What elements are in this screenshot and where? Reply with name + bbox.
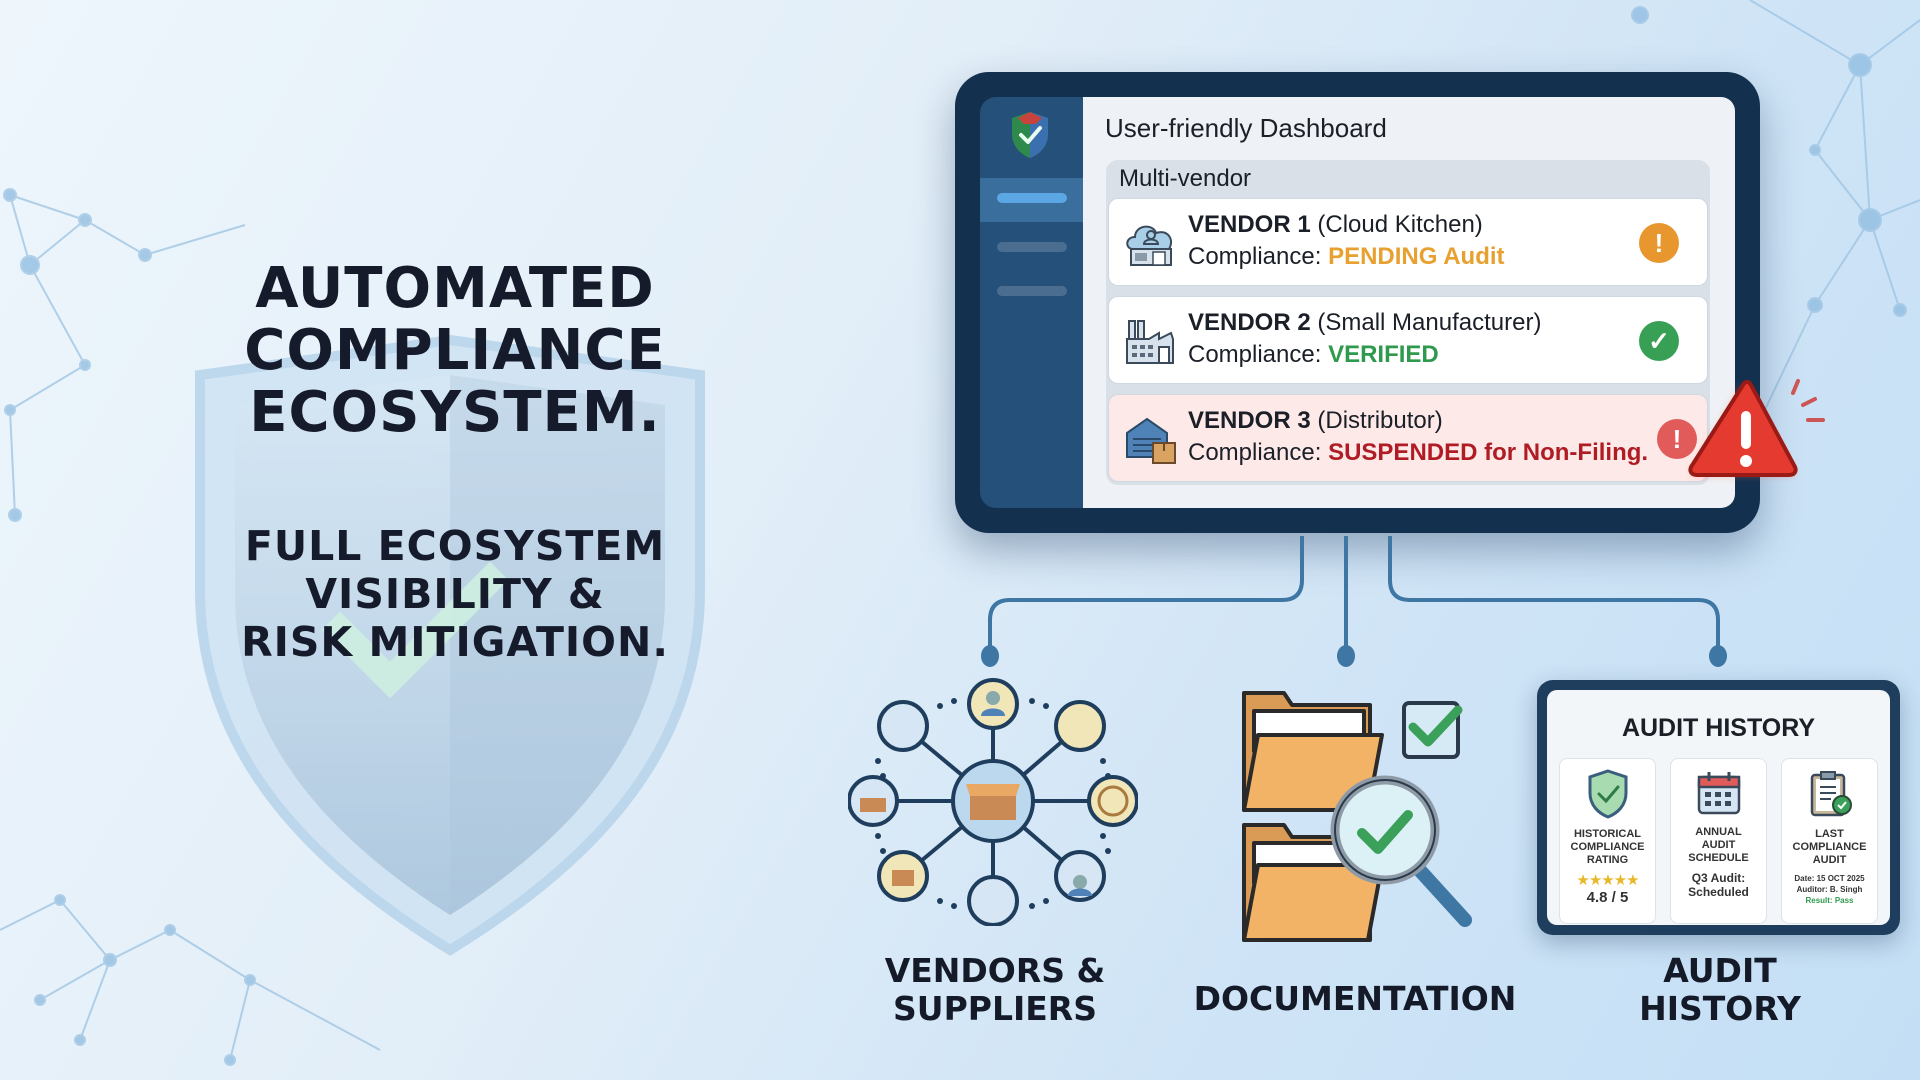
last-audit-label: LAST COMPLIANCE AUDIT bbox=[1782, 828, 1877, 867]
compliance-label: Compliance: bbox=[1188, 341, 1322, 368]
clipboard-check-icon bbox=[1810, 771, 1852, 817]
vendor-name: VENDOR 2 (Small Manufacturer) bbox=[1188, 309, 1541, 337]
vendor-id: VENDOR 2 bbox=[1188, 309, 1311, 336]
label-line: ANNUAL bbox=[1695, 826, 1742, 838]
label-line: HISTORY bbox=[1639, 989, 1801, 1028]
warning-triangle-icon bbox=[1688, 379, 1825, 477]
warning-badge-icon: ! bbox=[1639, 223, 1679, 263]
sidebar-item-3[interactable] bbox=[997, 286, 1067, 296]
documentation-folders-icon bbox=[1242, 691, 1472, 942]
compliance-label: Compliance: bbox=[1188, 243, 1322, 270]
warehouse-icon bbox=[1126, 417, 1176, 464]
vendor-type: (Small Manufacturer) bbox=[1317, 309, 1542, 336]
audit-history-card[interactable]: AUDIT HISTORY HISTORICAL COMPLIANCE RATI… bbox=[1537, 680, 1900, 935]
dashboard-title: User-friendly Dashboard bbox=[1105, 113, 1387, 143]
compliance-status-verified: VERIFIED bbox=[1328, 341, 1439, 368]
shield-background-icon bbox=[195, 334, 705, 956]
vendor-compliance: Compliance: SUSPENDED for Non-Filing. bbox=[1188, 439, 1648, 467]
audit-history-label: AUDIT HISTORY bbox=[1600, 952, 1840, 1028]
shield-check-logo-icon bbox=[1012, 112, 1048, 158]
audit-history-title: AUDIT HISTORY bbox=[1621, 714, 1816, 742]
vendor-type: (Cloud Kitchen) bbox=[1317, 211, 1483, 238]
rating-value: 4.8 / 5 bbox=[1586, 889, 1629, 906]
factory-icon bbox=[1126, 320, 1174, 364]
connector-lines bbox=[981, 536, 1727, 667]
auditor-name: Auditor: B. Singh bbox=[1796, 885, 1863, 894]
vendor-card-3[interactable]: VENDOR 3 (Distributor) Compliance: SUSPE… bbox=[1108, 394, 1708, 482]
label-line: AUDIT bbox=[1812, 854, 1847, 866]
calendar-icon bbox=[1697, 772, 1740, 815]
label-line: AUDIT bbox=[1663, 951, 1777, 990]
audit-cell-schedule: ANNUAL AUDIT SCHEDULE Q3 Audit: Schedule… bbox=[1670, 758, 1767, 924]
headline-title: AUTOMATED COMPLIANCE ECOSYSTEM. bbox=[190, 258, 720, 444]
vendor-type: (Distributor) bbox=[1317, 407, 1443, 434]
schedule-label: ANNUAL AUDIT SCHEDULE bbox=[1671, 826, 1766, 865]
label-line: LAST bbox=[1815, 828, 1844, 840]
audit-date: Date: 15 OCT 2025 bbox=[1794, 874, 1865, 883]
compliance-label: Compliance: bbox=[1188, 439, 1322, 466]
subtitle-line: RISK MITIGATION. bbox=[241, 618, 669, 666]
vendor-id: VENDOR 3 bbox=[1188, 407, 1311, 434]
compliance-status-suspended: SUSPENDED for Non-Filing. bbox=[1328, 439, 1649, 466]
documentation-label: DOCUMENTATION bbox=[1193, 979, 1517, 1018]
multi-vendor-label: Multi-vendor bbox=[1119, 165, 1252, 192]
value-line: Scheduled bbox=[1688, 885, 1749, 899]
sidebar-item-2[interactable] bbox=[997, 242, 1067, 252]
vendor-id: VENDOR 1 bbox=[1188, 211, 1311, 238]
rating-label: HISTORICAL COMPLIANCE RATING bbox=[1560, 828, 1655, 867]
label-line: SCHEDULE bbox=[1688, 852, 1749, 864]
shield-check-icon bbox=[1588, 769, 1627, 819]
headline-line: AUTOMATED bbox=[255, 256, 655, 321]
sidebar-item-dashboard[interactable] bbox=[997, 193, 1067, 203]
label-line: COMPLIANCE bbox=[1792, 841, 1867, 853]
vendor-card-2[interactable]: VENDOR 2 (Small Manufacturer) Compliance… bbox=[1108, 296, 1708, 384]
label-line: SUPPLIERS bbox=[893, 989, 1097, 1028]
vendor-name: VENDOR 3 (Distributor) bbox=[1188, 407, 1443, 435]
value-line: Q3 Audit: bbox=[1691, 871, 1746, 885]
compliance-status-pending: PENDING Audit bbox=[1328, 243, 1505, 270]
last-audit-details: Date: 15 OCT 2025 Auditor: B. Singh Resu… bbox=[1782, 873, 1877, 906]
star-rating-icon: ★★★★★ bbox=[1576, 872, 1639, 889]
schedule-value: Q3 Audit: Scheduled bbox=[1671, 871, 1766, 899]
audit-result: Result: Pass bbox=[1805, 896, 1854, 905]
subtitle-line: VISIBILITY & bbox=[305, 570, 605, 618]
check-badge-icon: ✓ bbox=[1639, 321, 1679, 361]
headline-subtitle: FULL ECOSYSTEM VISIBILITY & RISK MITIGAT… bbox=[190, 522, 720, 666]
vendor-compliance: Compliance: VERIFIED bbox=[1188, 341, 1439, 369]
dashboard-sidebar bbox=[980, 97, 1084, 508]
label-line: VENDORS & bbox=[884, 951, 1106, 990]
audit-cell-last-audit: LAST COMPLIANCE AUDIT Date: 15 OCT 2025 … bbox=[1781, 758, 1878, 924]
vendor-compliance: Compliance: PENDING Audit bbox=[1188, 243, 1505, 271]
label-line: HISTORICAL bbox=[1573, 828, 1642, 840]
audit-cell-rating: HISTORICAL COMPLIANCE RATING ★★★★★ 4.8 /… bbox=[1559, 758, 1656, 924]
alert-badge-icon: ! bbox=[1657, 419, 1697, 459]
label-line: AUDIT bbox=[1701, 839, 1736, 851]
label-line: RATING bbox=[1586, 854, 1629, 866]
headline-line: ECOSYSTEM. bbox=[249, 380, 661, 445]
label-line: COMPLIANCE bbox=[1570, 841, 1645, 853]
subtitle-line: FULL ECOSYSTEM bbox=[244, 522, 666, 570]
vendor-name: VENDOR 1 (Cloud Kitchen) bbox=[1188, 211, 1483, 239]
cloud-kitchen-icon bbox=[1126, 225, 1173, 266]
vendor-card-1[interactable]: VENDOR 1 (Cloud Kitchen) Compliance: PEN… bbox=[1108, 198, 1708, 286]
headline-line: COMPLIANCE bbox=[244, 318, 666, 383]
vendor-network-icon bbox=[848, 678, 1138, 926]
vendors-suppliers-label: VENDORS & SUPPLIERS bbox=[860, 952, 1130, 1028]
